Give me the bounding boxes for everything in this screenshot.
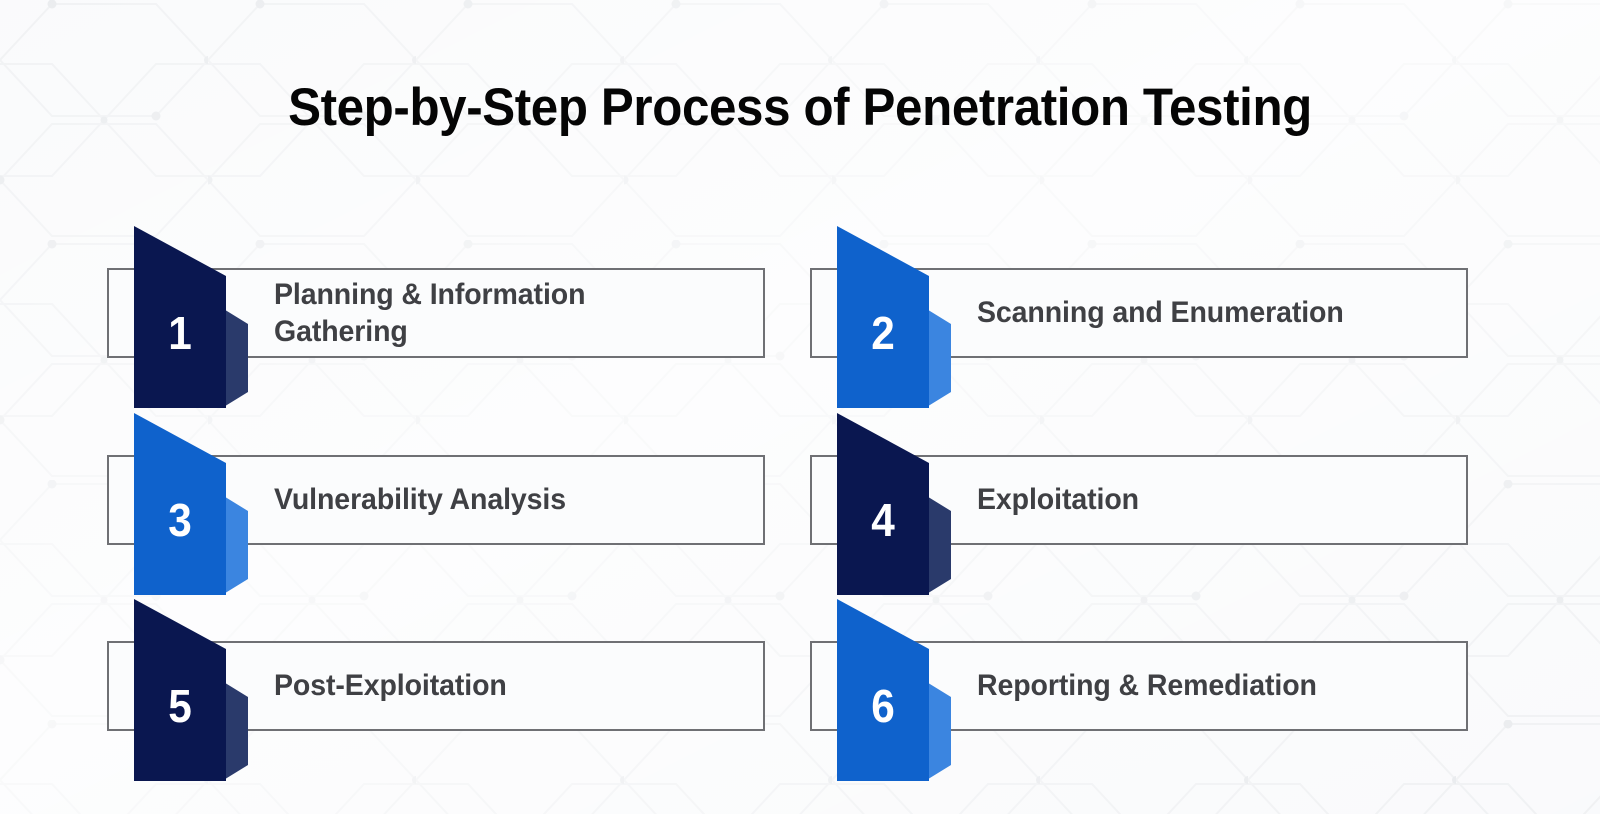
step-label-6: Reporting & Remediation [977, 669, 1317, 702]
step-label-3: Vulnerability Analysis [274, 483, 566, 516]
step-badge-face-3 [134, 413, 226, 595]
step-badge-face-5 [134, 599, 226, 781]
step-badge-2: 2 [829, 220, 959, 410]
step-label-4: Exploitation [977, 483, 1139, 516]
step-badge-face-2 [837, 226, 929, 408]
step-label-2: Scanning and Enumeration [977, 296, 1344, 329]
step-badge-3: 3 [126, 407, 256, 597]
step-badge-face-1 [134, 226, 226, 408]
step-label-5: Post-Exploitation [274, 669, 507, 702]
step-badge-6: 6 [829, 593, 959, 783]
step-badge-face-6 [837, 599, 929, 781]
step-badge-5: 5 [126, 593, 256, 783]
step-label-1: Planning & Information Gathering [274, 278, 586, 348]
step-badge-4: 4 [829, 407, 959, 597]
page-title: Step-by-Step Process of Penetration Test… [288, 78, 1312, 137]
step-badge-1: 1 [126, 220, 256, 410]
step-badge-face-4 [837, 413, 929, 595]
